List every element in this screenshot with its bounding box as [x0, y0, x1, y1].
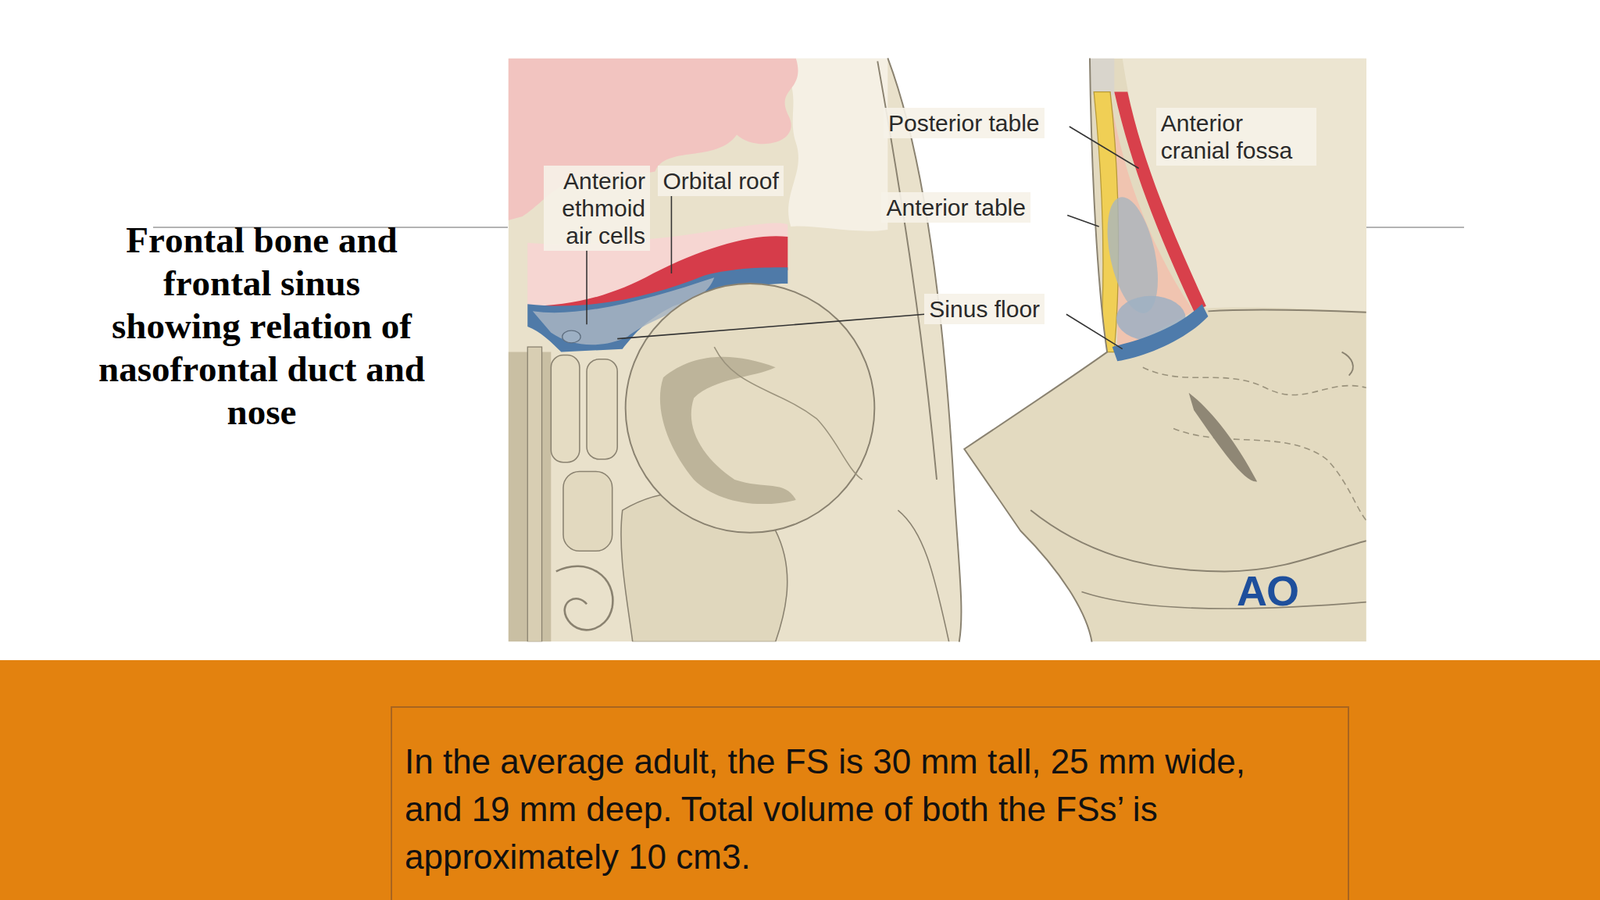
zygoma-outline	[897, 510, 949, 642]
sinus-floor	[1112, 303, 1209, 361]
cranial-floor	[1207, 309, 1366, 312]
nasal-detail	[1342, 352, 1354, 376]
part-name: Anterior cranial fossa	[1156, 107, 1317, 166]
suture-line	[714, 346, 862, 480]
leader-lines	[586, 126, 1140, 350]
leader-line	[1066, 314, 1123, 349]
orbital-fissure	[660, 357, 797, 504]
part-name: Orbital roof	[657, 165, 783, 197]
sagittal-view	[959, 57, 1368, 642]
logo-text: AO	[1236, 567, 1299, 615]
inferior-turbinate	[556, 566, 614, 631]
part-name: Anterior ethmoid air cells	[543, 165, 650, 251]
skull-outline	[887, 57, 961, 642]
face-profile	[964, 57, 1108, 642]
part-name: Sinus floor	[924, 293, 1045, 325]
palate-outline	[1030, 510, 1367, 572]
ethmoid-cell	[586, 359, 618, 460]
anatomy-drawing	[507, 57, 1368, 642]
dashed-outline	[1142, 367, 1367, 395]
leader-line	[585, 250, 588, 325]
ethmoid-air-cell	[562, 330, 582, 343]
nasal-septum	[527, 346, 542, 642]
leader-line	[617, 314, 925, 339]
leader-line	[671, 196, 673, 274]
slide-title: Frontal bone and frontal sinus showing r…	[96, 218, 428, 434]
ethmoid-cell	[550, 355, 580, 463]
part-name: Posterior table	[883, 107, 1044, 139]
middle-turbinate	[563, 471, 613, 551]
panel-background	[507, 57, 968, 642]
leader-line	[1069, 126, 1140, 169]
footer-band	[0, 660, 1600, 900]
box-text: In the average adult, the FS is 30 mm ta…	[404, 737, 1272, 881]
divider-line	[1366, 226, 1465, 229]
text-box: In the average adult, the FS is 30 mm ta…	[390, 706, 1350, 900]
dashed-outline	[1173, 428, 1367, 522]
palate-outline	[1081, 592, 1366, 610]
bone-texture	[1089, 57, 1115, 95]
panel-background	[959, 57, 1368, 642]
part-name: Anterior table	[881, 192, 1030, 223]
coronal-view	[507, 57, 968, 642]
leader-line	[1067, 215, 1099, 227]
turbinate	[1189, 392, 1258, 483]
